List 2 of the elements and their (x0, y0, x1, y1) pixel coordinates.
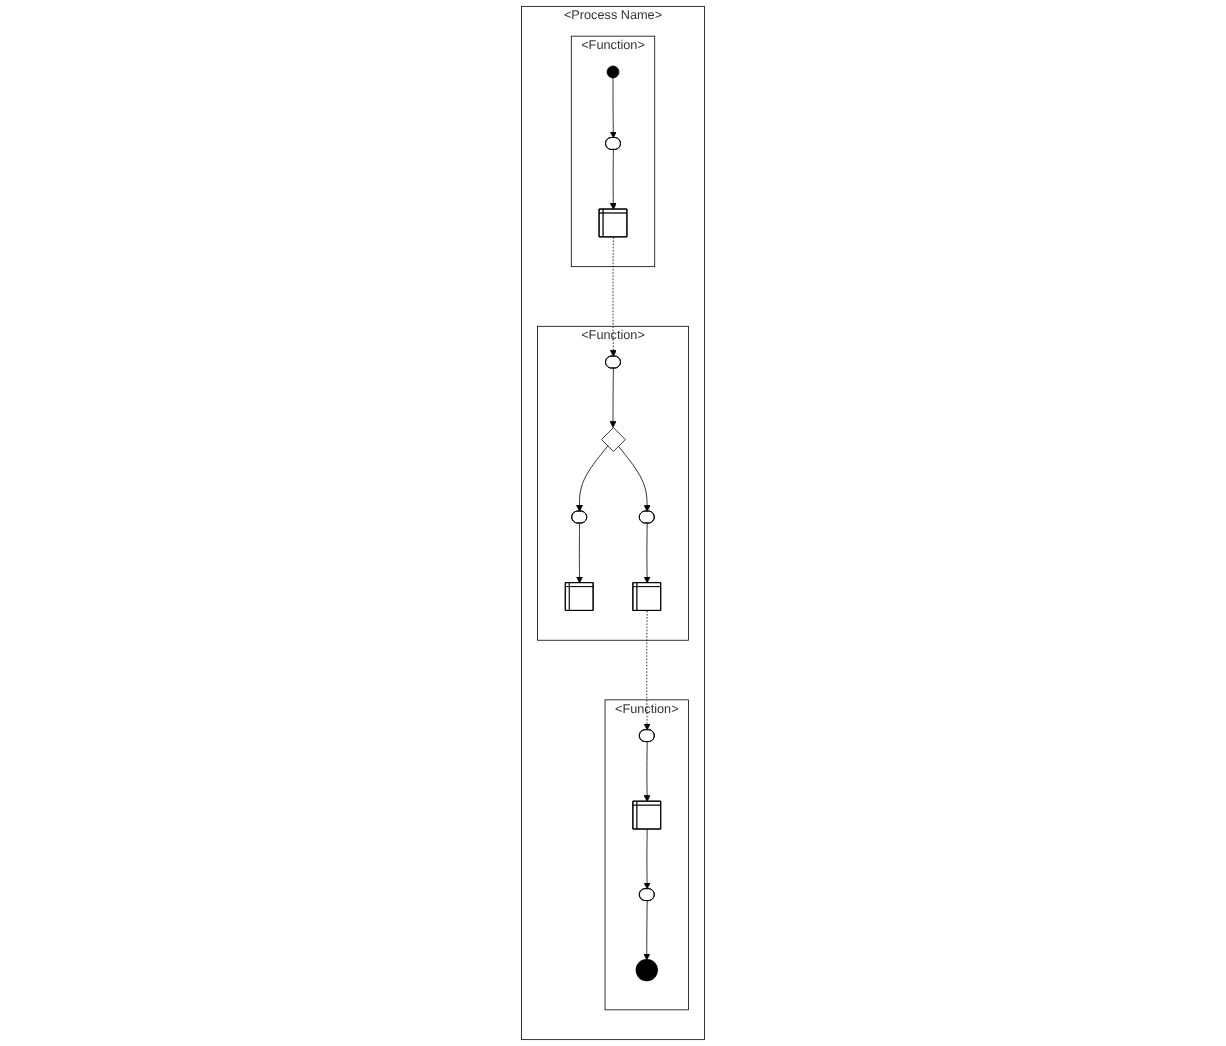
node-circle (606, 65, 620, 79)
node-diamond (601, 427, 626, 452)
